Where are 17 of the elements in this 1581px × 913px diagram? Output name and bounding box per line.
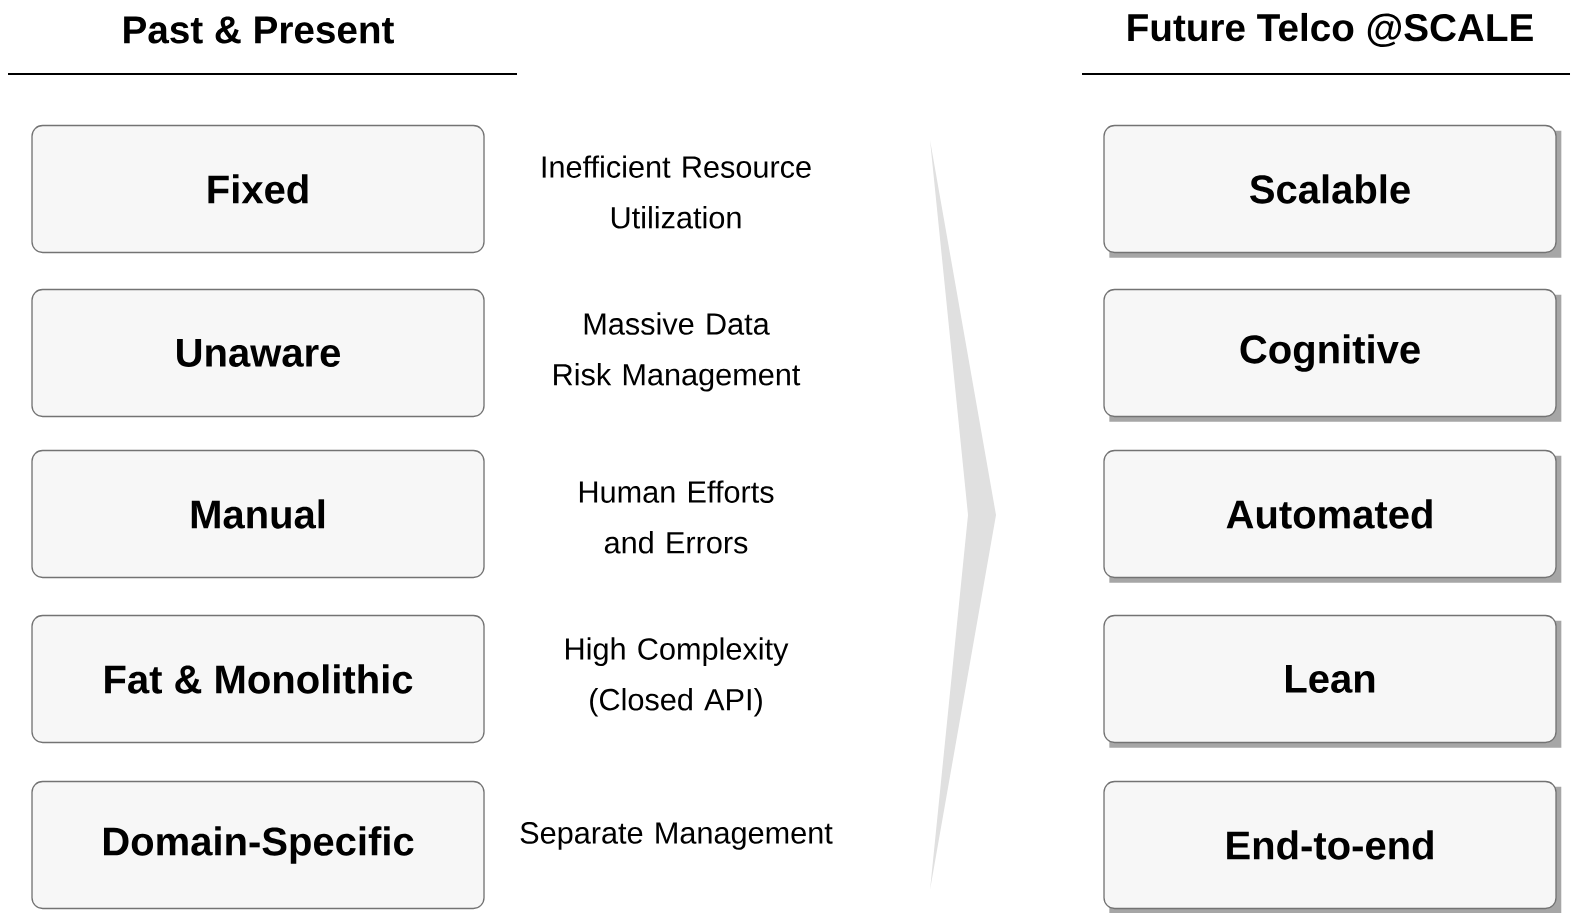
stage-box: Scalable — [1103, 124, 1562, 258]
stage-box: Fat & Monolithic — [31, 614, 485, 744]
column-heading: Future Telco @SCALE — [1128, 12, 1533, 48]
stage-box: Cognitive — [1103, 288, 1562, 422]
problem-text: Separate Management — [520, 822, 833, 850]
stage-box: Automated — [1103, 449, 1562, 583]
stage-box: Lean — [1103, 614, 1562, 748]
problem-text: Human Efforts and Errors — [579, 480, 774, 554]
problem-text: High Complexity (Closed API) — [566, 637, 789, 717]
stage-box: Manual — [31, 449, 485, 579]
problem-text: Massive Data Risk Management — [554, 312, 801, 392]
problem-text: Inefficient Resource Utilization — [542, 155, 811, 229]
stage-box: End-to-end — [1103, 780, 1562, 913]
stage-box: Domain-Specific — [31, 780, 485, 910]
stage-box: Unaware — [31, 288, 485, 418]
stage-box: Fixed — [31, 124, 485, 254]
column-heading: Past & Present — [124, 16, 394, 44]
